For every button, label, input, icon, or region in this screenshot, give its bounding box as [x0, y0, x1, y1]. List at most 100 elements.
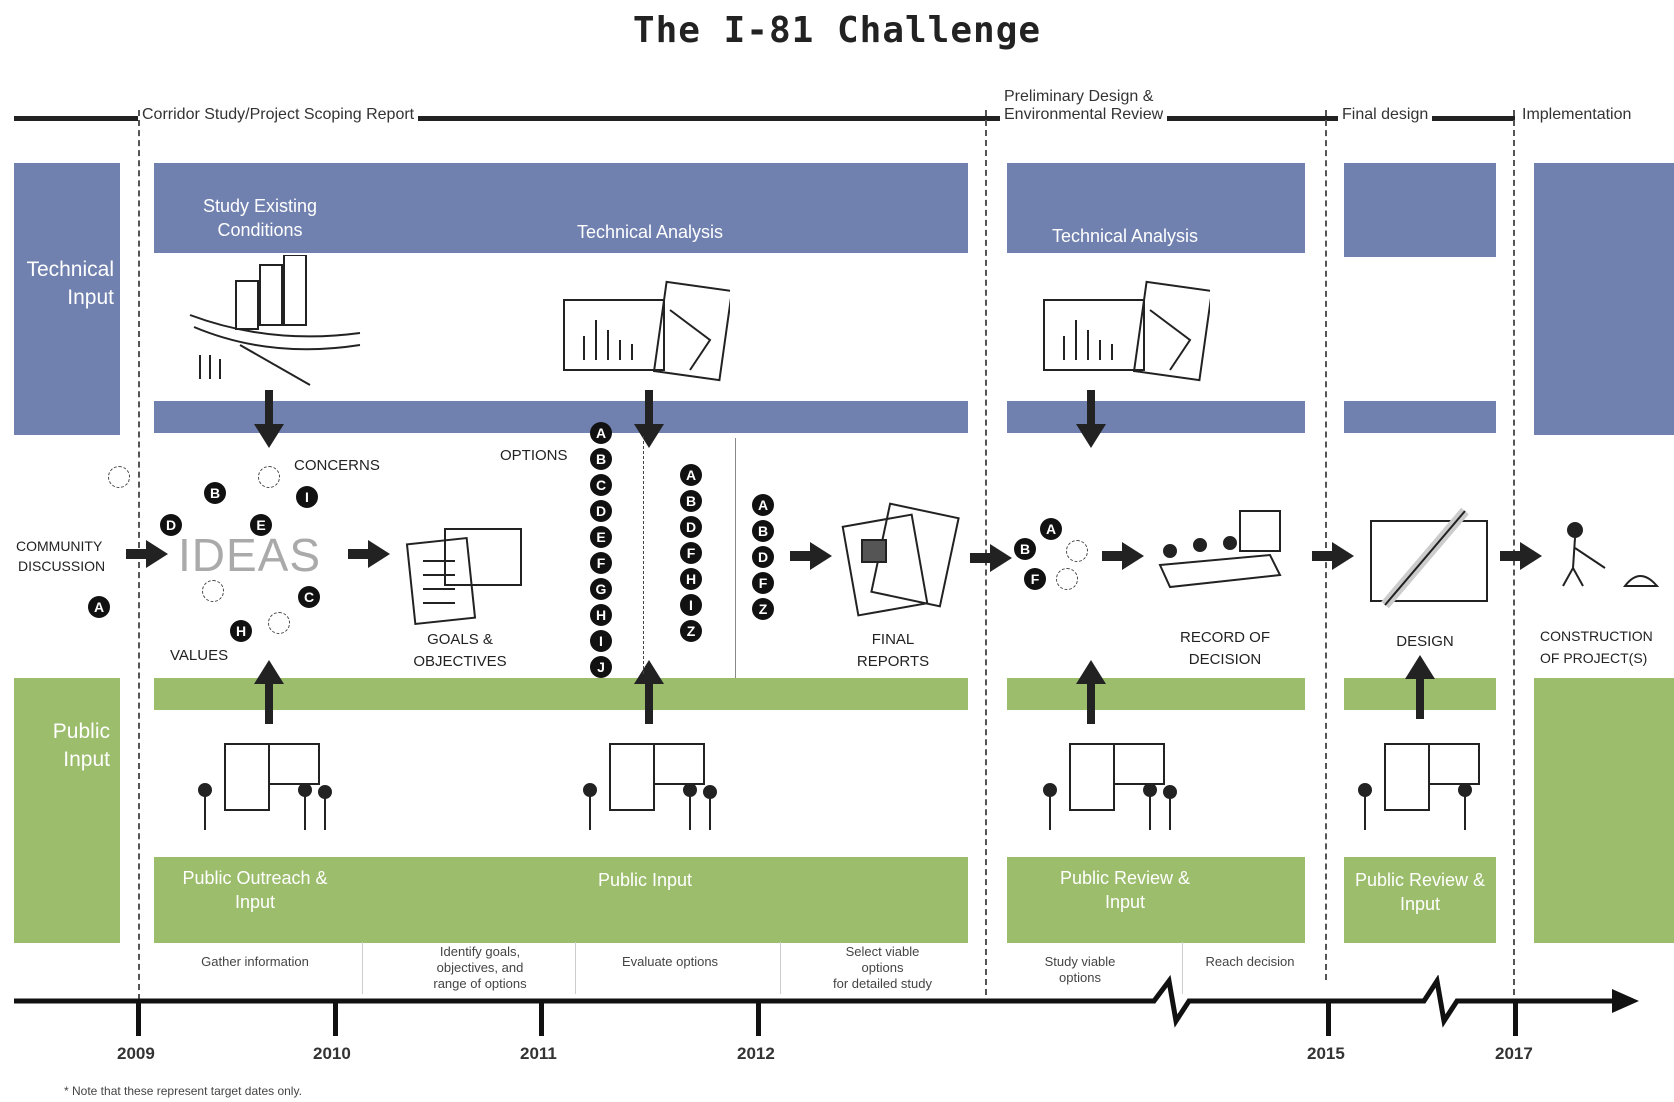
tech-band-mid [154, 401, 968, 433]
right-arrow-viable [790, 542, 832, 570]
idea-circle-b: B [204, 482, 226, 504]
public-outreach-label: Public Outreach & Input [182, 868, 328, 912]
timeline-axis [14, 975, 1639, 1028]
goals-label-1: GOALS & [427, 631, 493, 648]
option-circle: A [590, 422, 612, 444]
diagram-title: The I-81 Challenge [632, 10, 1042, 51]
idea-circle-h: H [230, 620, 252, 642]
record-decision-sketch [1158, 510, 1282, 589]
public-band-mid [154, 678, 968, 710]
step-evaluate: Evaluate options [621, 954, 719, 969]
technical-analysis-label-1: Technical Analysis [576, 222, 724, 242]
phase-label-implementation: Implementation [1518, 106, 1636, 124]
final-reports-2: REPORTS [856, 653, 930, 670]
phase-label-prelim-1: Preliminary Design & [1000, 88, 1158, 106]
option-circle: I [680, 594, 702, 616]
option-circle: B [590, 448, 612, 470]
step-reach: Reach decision [1205, 954, 1295, 969]
technical-analysis-label-2: Technical Analysis [1051, 226, 1199, 246]
record-circle-a: A [1040, 518, 1062, 540]
tick-2015 [1326, 1000, 1331, 1036]
study-existing-label: Study Existing Conditions [202, 196, 318, 240]
down-arrow-existing [254, 390, 284, 448]
dashed-circle [108, 466, 130, 488]
up-arrow-public [634, 660, 664, 724]
construction-label-2: OF PROJECT(S) [1540, 650, 1648, 666]
phase-label-corridor: Corridor Study/Project Scoping Report [138, 106, 419, 124]
step-gather: Gather information [201, 954, 309, 969]
public-meeting-sketch-4 [1358, 743, 1480, 830]
dashed-circle [202, 580, 224, 602]
footnote: * Note that these represent target dates… [64, 1084, 302, 1098]
ideas-label: IDEAS [178, 529, 322, 581]
final-reports-1: FINAL [871, 631, 915, 648]
step-select-1: Select viable [845, 944, 920, 959]
divider-final [1325, 110, 1327, 980]
dashed-circle [258, 466, 280, 488]
phase-label-final: Final design [1338, 106, 1433, 124]
step-identify-3: range of options [433, 976, 527, 991]
step-study-1: Study viable [1044, 954, 1116, 969]
public-band-prelim-bottom [1007, 857, 1305, 943]
goals-document-sketch [405, 528, 522, 625]
year-label-2015: 2015 [1307, 1044, 1345, 1063]
tick-2010 [333, 1000, 338, 1036]
down-arrow-analysis [634, 390, 664, 448]
option-circle: H [590, 604, 612, 626]
record-circle-f: F [1024, 568, 1046, 590]
year-label-2010: 2010 [313, 1044, 351, 1063]
right-arrow-record [1102, 542, 1144, 570]
right-arrow-reports [970, 544, 1012, 572]
tick-2009 [136, 1000, 141, 1036]
option-circle: I [590, 630, 612, 652]
existing-conditions-sketch [189, 255, 361, 386]
public-meeting-sketch-3 [1043, 743, 1177, 830]
step-separator [780, 942, 781, 994]
design-plans-sketch [1370, 507, 1488, 609]
viable-option-circle: D [752, 546, 774, 568]
record-decision-1: RECORD OF [1180, 629, 1270, 646]
option-circle: F [680, 542, 702, 564]
analysis-charts-sketch-1 [563, 280, 730, 382]
idea-circle-i: I [296, 486, 318, 508]
public-band-final-bottom [1344, 857, 1496, 943]
options-divider-2 [735, 438, 736, 678]
up-arrow-review [1076, 660, 1106, 724]
idea-circle-e: E [250, 514, 272, 536]
viable-option-circle: Z [752, 598, 774, 620]
option-circle: Z [680, 620, 702, 642]
tech-band-final [1344, 163, 1496, 257]
public-input-side [14, 678, 120, 943]
community-discussion-2: DISCUSSION [18, 558, 106, 574]
step-separator [362, 942, 363, 994]
idea-circle-c: C [298, 586, 320, 608]
dashed-circle [1066, 540, 1088, 562]
public-meeting-sketch-2 [583, 743, 717, 830]
down-arrow-prelim [1076, 390, 1106, 448]
public-review-label-2: Public Review & Input [1354, 870, 1486, 914]
idea-circle-d: D [160, 514, 182, 536]
year-label-2009: 2009 [117, 1044, 155, 1063]
right-arrow-ideas [348, 540, 390, 568]
up-arrow-outreach [254, 660, 284, 724]
option-circle: H [680, 568, 702, 590]
public-input-label: Public Input [52, 720, 110, 771]
idea-circle-a: A [88, 596, 110, 618]
step-study-2: options [1059, 970, 1101, 985]
right-arrow-construction [1500, 542, 1542, 570]
year-label-2011: 2011 [520, 1044, 557, 1063]
tech-band-top [154, 163, 968, 253]
option-circle: D [590, 500, 612, 522]
option-circle: C [590, 474, 612, 496]
tick-2017 [1513, 1000, 1518, 1036]
public-band-implementation [1534, 678, 1674, 943]
step-identify-1: Identify goals, [439, 944, 521, 959]
final-reports-sketch [841, 502, 960, 617]
community-discussion-1: COMMUNITY [16, 538, 103, 554]
viable-option-circle: F [752, 572, 774, 594]
right-arrow-design [1312, 542, 1354, 570]
option-circle: A [680, 464, 702, 486]
divider-prelim [985, 110, 987, 995]
